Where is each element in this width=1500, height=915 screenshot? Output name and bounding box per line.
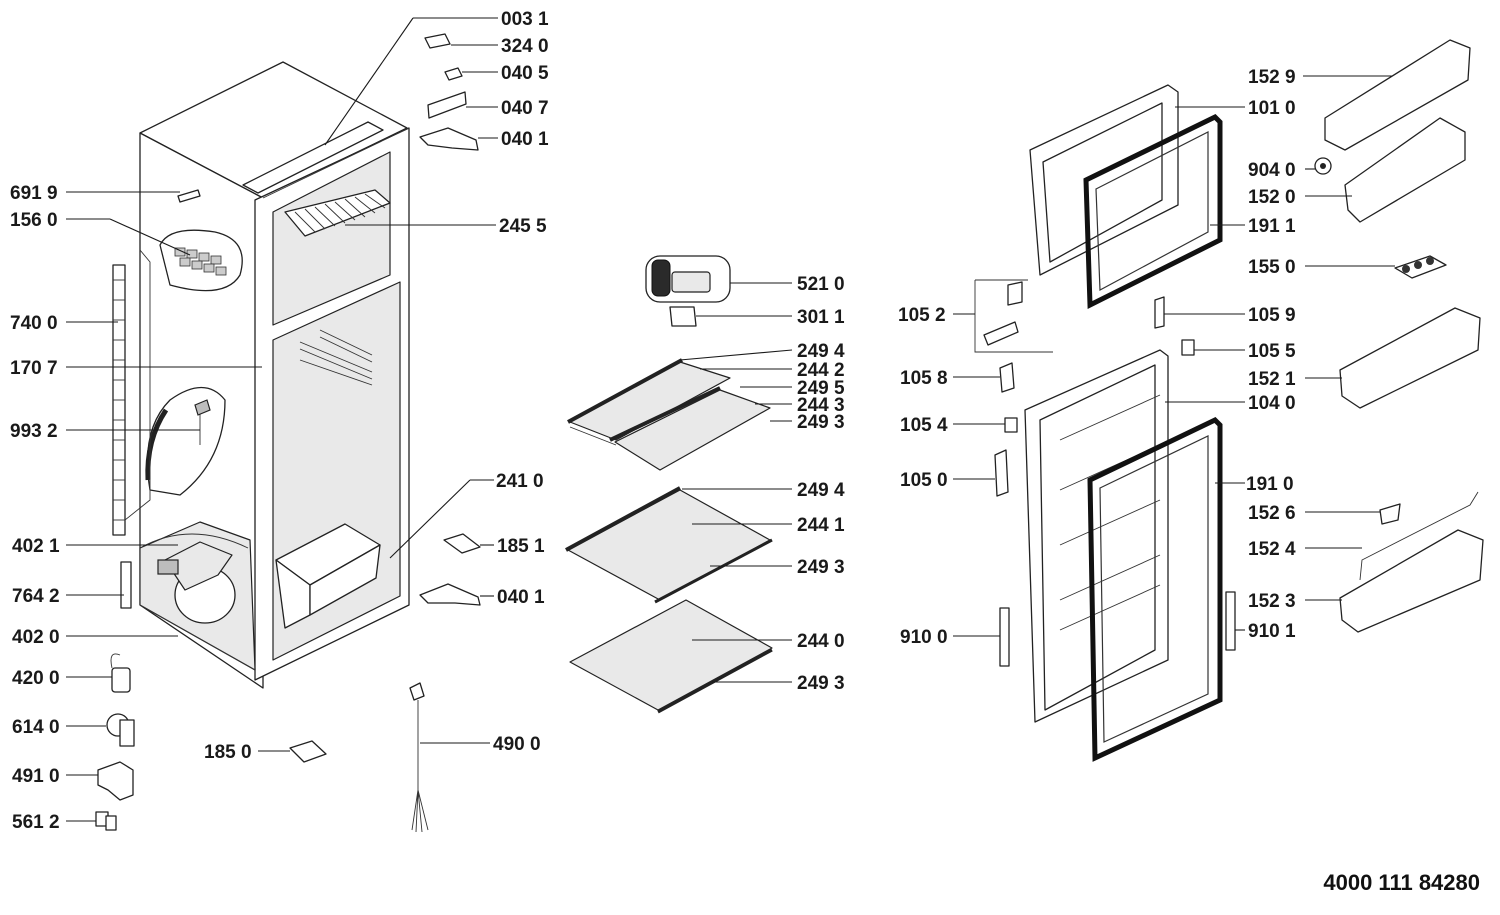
part-label: 993 2 (10, 421, 58, 442)
part-labels: 003 1 324 0 040 5 040 7 040 1 691 9 156 … (10, 9, 1480, 895)
part-label: 105 8 (900, 368, 948, 389)
part-label: 244 0 (797, 631, 845, 652)
part-label: 244 2 (797, 360, 845, 381)
part-label: 249 4 (797, 480, 845, 501)
cabinet-body (112, 61, 410, 689)
part-label: 910 1 (1248, 621, 1296, 642)
part-label: 105 2 (898, 305, 946, 326)
part-label: 040 1 (497, 587, 545, 608)
part-label: 170 7 (10, 358, 58, 379)
doors (974, 84, 1236, 762)
part-label: 244 3 (797, 395, 845, 416)
part-label: 104 0 (1248, 393, 1296, 414)
part-label: 249 5 (797, 378, 845, 399)
part-label: 245 5 (499, 216, 547, 237)
part-label: 241 0 (496, 471, 544, 492)
shelves-and-lamp (565, 255, 773, 714)
part-label: 185 0 (204, 742, 252, 763)
hinge-and-cover-parts (95, 33, 481, 833)
part-label: 614 0 (12, 717, 60, 738)
part-label: 249 3 (797, 673, 845, 694)
part-label: 152 0 (1248, 187, 1296, 208)
part-label: 691 9 (10, 183, 58, 204)
part-label: 420 0 (12, 668, 60, 689)
part-label: 156 0 (10, 210, 58, 231)
part-label: 490 0 (493, 734, 541, 755)
part-label: 904 0 (1248, 160, 1296, 181)
part-label: 152 4 (1248, 539, 1296, 560)
part-label: 152 3 (1248, 591, 1296, 612)
leader-lines (66, 17, 1395, 822)
part-label: 185 1 (497, 536, 545, 557)
part-label: 764 2 (12, 586, 60, 607)
part-label: 521 0 (797, 274, 845, 295)
diagram-reference-number: 4000 111 84280 (1323, 870, 1480, 895)
part-label: 301 1 (797, 307, 845, 328)
part-label: 105 5 (1248, 341, 1296, 362)
part-label: 101 0 (1248, 98, 1296, 119)
part-label: 040 1 (501, 129, 549, 150)
part-label: 191 1 (1248, 216, 1296, 237)
part-label: 561 2 (12, 812, 60, 833)
part-label: 105 4 (900, 415, 948, 436)
part-label: 910 0 (900, 627, 948, 648)
part-label: 249 3 (797, 412, 845, 433)
part-label: 244 1 (797, 515, 845, 536)
part-label: 105 9 (1248, 305, 1296, 326)
part-label: 324 0 (501, 36, 549, 57)
part-label: 003 1 (501, 9, 549, 30)
part-label: 152 6 (1248, 503, 1296, 524)
part-label: 152 9 (1248, 67, 1296, 88)
part-label: 491 0 (12, 766, 60, 787)
part-label: 155 0 (1248, 257, 1296, 278)
part-label: 402 1 (12, 536, 60, 557)
part-label: 040 5 (501, 63, 549, 84)
part-label: 105 0 (900, 470, 948, 491)
part-label: 249 4 (797, 341, 845, 362)
part-label: 152 1 (1248, 369, 1296, 390)
part-label: 191 0 (1246, 474, 1294, 495)
part-label: 740 0 (10, 313, 58, 334)
part-label: 402 0 (12, 627, 60, 648)
door-shelves (1314, 39, 1484, 633)
part-label: 249 3 (797, 557, 845, 578)
part-label: 040 7 (501, 98, 549, 119)
